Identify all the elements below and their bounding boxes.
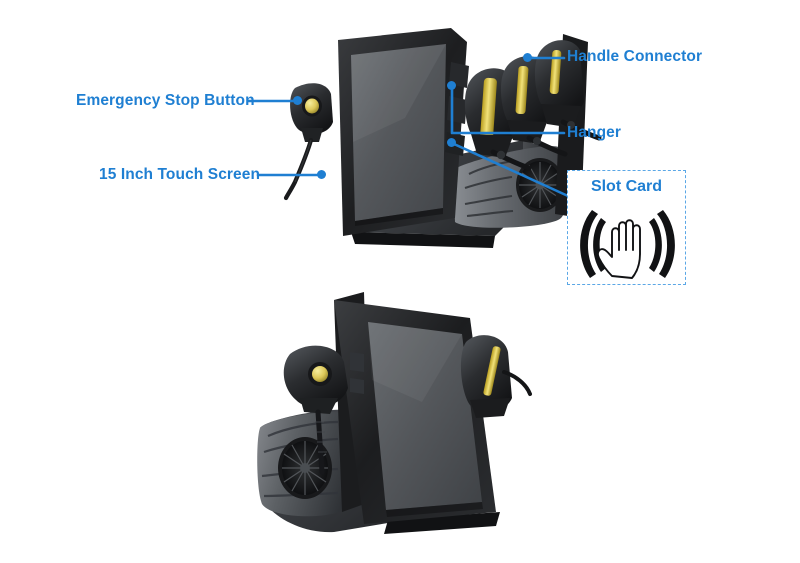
callout-dot-emergency-stop [293, 96, 302, 105]
connector-contact-strip [483, 346, 501, 396]
screen-glass [368, 322, 482, 510]
slot-card-box: Slot Card [567, 170, 686, 285]
device-rear-view [238, 276, 538, 548]
callout-label-emergency-stop: Emergency Stop Button [76, 92, 255, 109]
screen-glass [351, 44, 446, 221]
estop-knob [312, 366, 328, 382]
callout-dot-handle-connector [523, 53, 532, 62]
touch-screen-panel [334, 292, 496, 524]
callout-label-touch-screen: 15 Inch Touch Screen [99, 166, 261, 183]
callout-dot-touch-screen [317, 170, 326, 179]
emergency-stop-button [283, 345, 348, 475]
hand-rfid-icon [568, 198, 685, 280]
callout-label-hanger: Hanger [567, 124, 622, 141]
slot-card-title: Slot Card [590, 178, 663, 195]
callout-dot-hanger [447, 81, 456, 90]
estop-knob [305, 98, 319, 114]
callout-dot-slot-card [447, 138, 456, 147]
callout-label-handle-connector: Handle Connector [567, 48, 703, 65]
handle-connector [460, 335, 532, 418]
emergency-stop-button [283, 83, 333, 201]
device-front-view [255, 22, 602, 262]
